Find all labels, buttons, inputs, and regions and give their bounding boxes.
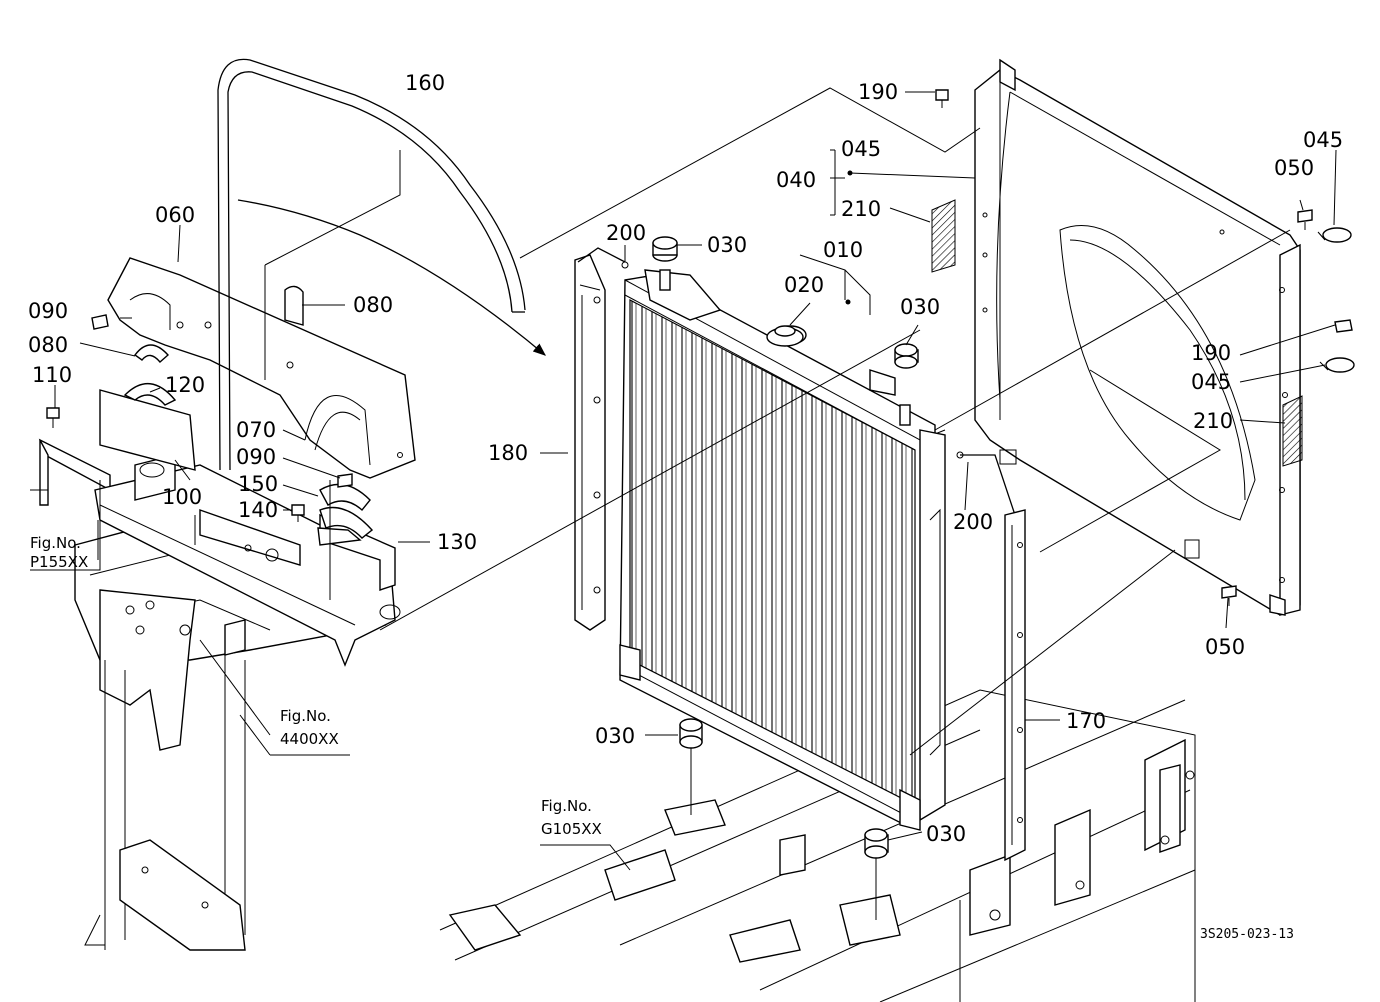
callout-160: 160	[405, 71, 445, 95]
callout-080-upper: 080	[353, 293, 393, 317]
callout-120: 120	[165, 373, 205, 397]
callout-050-upper: 050	[1274, 156, 1314, 180]
rubber-seal-160	[217, 58, 546, 471]
assembly-reference-lines	[97, 87, 1291, 756]
rubber-mount-030-bottom-right	[864, 828, 889, 920]
callout-200-left: 200	[606, 221, 646, 245]
callout-030-bottom-left: 030	[595, 724, 635, 748]
callout-labels: 160 060 090 080 080 110 120 100 070 090 …	[28, 71, 1343, 846]
bolt-050-lower	[1221, 585, 1237, 606]
callout-010: 010	[823, 238, 863, 262]
callout-030-bottom-right: 030	[926, 822, 966, 846]
bolt-090-lower	[337, 473, 353, 488]
callout-190-upper: 190	[858, 80, 898, 104]
fig-ref-4400-code: 4400XX	[280, 730, 339, 748]
callout-070: 070	[236, 418, 276, 442]
callout-030-top-left: 030	[707, 233, 747, 257]
bolt-190-lower	[1334, 319, 1353, 333]
radiator-core-010	[619, 269, 946, 831]
callout-200-right: 200	[953, 510, 993, 534]
seal-080-upper	[284, 285, 304, 326]
figure-references: Fig.No. P155XX Fig.No. 4400XX Fig.No. G1…	[30, 534, 602, 838]
rubber-mount-030-top-left	[652, 236, 678, 262]
fan-shroud-040	[974, 58, 1301, 616]
callout-210-upper: 210	[841, 197, 881, 221]
fig-ref-p155-label: Fig.No.	[30, 534, 81, 552]
callout-110: 110	[32, 363, 72, 387]
rubber-mount-030-top-right	[894, 343, 919, 369]
support-plate-100	[94, 454, 401, 667]
callout-180: 180	[488, 441, 528, 465]
callout-040: 040	[776, 168, 816, 192]
bolt-140	[291, 504, 305, 522]
callout-170: 170	[1066, 709, 1106, 733]
bolt-050-upper	[1297, 209, 1313, 230]
fig-ref-p155-code: P155XX	[30, 553, 88, 571]
callout-020: 020	[784, 273, 824, 297]
fig-ref-g105-code: G105XX	[541, 820, 602, 838]
bracket-120	[99, 382, 196, 471]
seal-150	[319, 483, 374, 539]
side-baffle-170	[1004, 509, 1026, 862]
callout-090-lower: 090	[236, 445, 276, 469]
callout-130: 130	[437, 530, 477, 554]
side-baffle-180	[574, 254, 606, 631]
callout-045-upper-left: 045	[841, 137, 881, 161]
drawing-code: 3S205-023-13	[1200, 927, 1294, 942]
callout-030-top-right: 030	[900, 295, 940, 319]
callout-045-upper-right: 045	[1303, 128, 1343, 152]
callout-060: 060	[155, 203, 195, 227]
callout-080-lower: 080	[28, 333, 68, 357]
callout-210-lower: 210	[1193, 409, 1233, 433]
radiator-cap-020	[766, 325, 804, 347]
callout-090-upper: 090	[28, 299, 68, 323]
bolt-190-upper	[935, 89, 949, 108]
fig-ref-g105-label: Fig.No.	[541, 797, 592, 815]
fig-ref-4400-label: Fig.No.	[280, 707, 331, 725]
callout-140: 140	[238, 498, 278, 522]
rubber-mount-030-bottom-left	[679, 718, 703, 815]
bracket-130	[317, 513, 396, 591]
callout-100: 100	[162, 485, 202, 509]
callout-190-lower: 190	[1191, 341, 1231, 365]
seal-080-lower	[134, 344, 169, 363]
clamp-045-lower	[1319, 357, 1355, 373]
clamp-045-upper	[1317, 227, 1352, 243]
upper-shroud-060	[107, 257, 416, 479]
drain-hose-200-right	[956, 451, 1016, 516]
callout-leaders	[30, 91, 1337, 871]
callout-150: 150	[238, 472, 278, 496]
main-frame	[439, 689, 1196, 1002]
callout-050-lower: 050	[1205, 635, 1245, 659]
caution-decal-210-upper	[931, 199, 956, 273]
bolt-090-upper	[91, 314, 109, 330]
caution-decal-210-lower	[1282, 395, 1303, 467]
callout-045-lower: 045	[1191, 370, 1231, 394]
bolt-110	[46, 407, 60, 428]
